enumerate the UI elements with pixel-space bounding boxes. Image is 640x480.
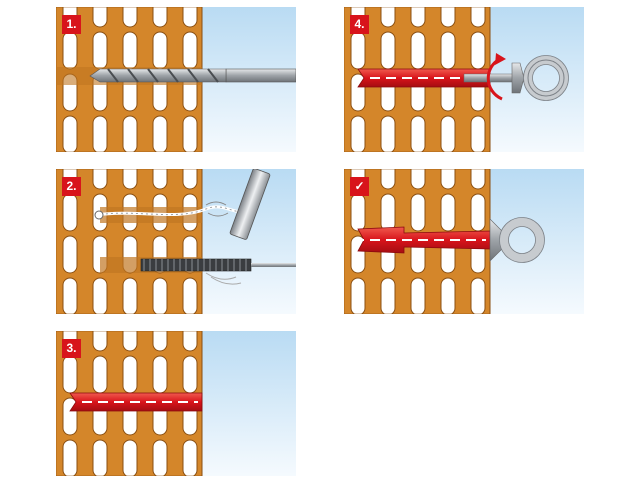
wall-plug-icon xyxy=(69,392,203,412)
step-done-panel: ✓ xyxy=(344,169,584,314)
blow-pump-icon xyxy=(94,169,271,240)
step-3-panel: 3. xyxy=(56,331,296,476)
eye-bolt-icon xyxy=(489,217,545,263)
step-1-panel: 1. xyxy=(56,7,296,152)
checkmark-icon: ✓ xyxy=(350,177,369,196)
rotate-arrow-icon xyxy=(486,53,506,101)
eye-bolt-icon xyxy=(463,55,569,101)
wall-plug-icon xyxy=(357,68,491,88)
step-badge: 2. xyxy=(62,177,81,196)
step-2-panel: 2. xyxy=(56,169,296,314)
step-badge: 1. xyxy=(62,15,81,34)
step-badge: 4. xyxy=(350,15,369,34)
drill-bit-icon xyxy=(89,68,296,83)
step-badge: 3. xyxy=(62,339,81,358)
cleaning-brush-icon xyxy=(140,258,296,285)
step-4-panel: 4. xyxy=(344,7,584,152)
wall-plug-icon xyxy=(354,226,491,254)
